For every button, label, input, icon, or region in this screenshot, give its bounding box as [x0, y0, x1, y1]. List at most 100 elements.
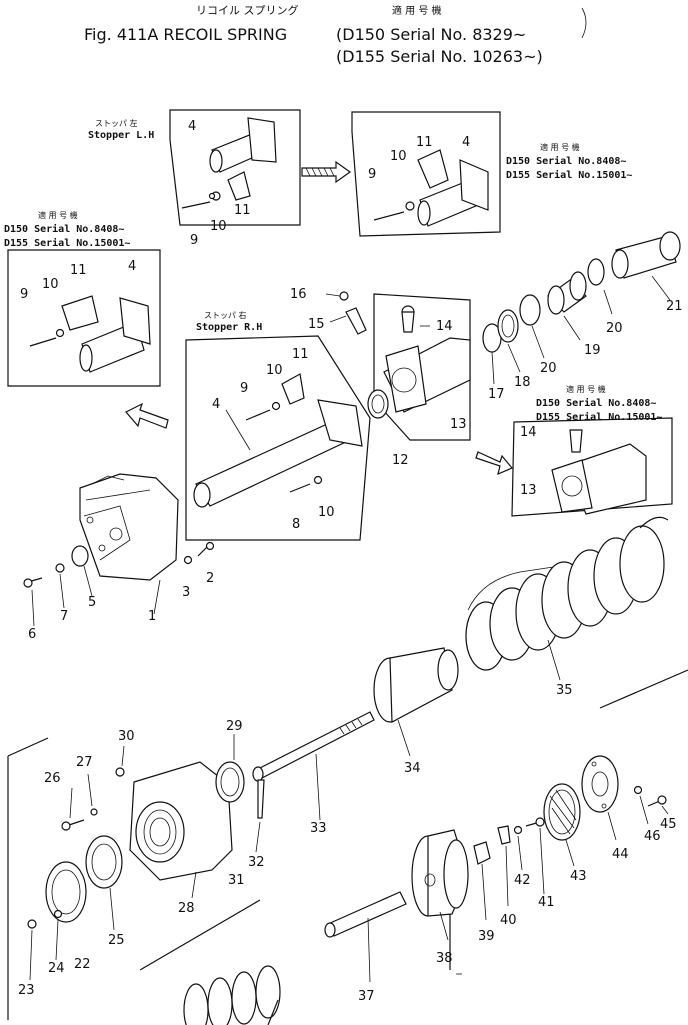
- part-number-11: 11: [70, 263, 87, 278]
- inset-stopper-lh: ストッパ 左 Stopper L.H 4 9 10 11: [88, 109, 301, 248]
- part-number-16: 16: [290, 287, 307, 302]
- inset-housing-variant: 適 用 号 機 D150 Serial No.8408~ D155 Serial…: [475, 384, 673, 517]
- frame-bracket-1: 1 5 7 6 3 2: [23, 473, 214, 642]
- part-number-10: 10: [390, 149, 407, 164]
- part-number-15: 15: [308, 317, 325, 332]
- inset-frame: [7, 249, 161, 387]
- part-number-5: 5: [88, 595, 96, 610]
- part-number-14: 14: [436, 319, 453, 334]
- part-number-14: 14: [520, 425, 537, 440]
- part-number-9: 9: [20, 287, 28, 302]
- stopper-lh-label: Stopper L.H: [88, 130, 154, 141]
- inset-frame: [351, 111, 501, 237]
- cushion-and-lower-spring: 38 37: [139, 829, 469, 1025]
- part-number-25: 25: [108, 933, 125, 948]
- part-number-1: 1: [148, 609, 156, 624]
- part-number-40: 40: [500, 913, 517, 928]
- part-number-27: 27: [76, 755, 93, 770]
- part-number-11: 11: [292, 347, 309, 362]
- part-number-32: 32: [248, 855, 265, 870]
- inset-serial-d155-3: D155 Serial No.15001~: [536, 411, 662, 423]
- part-number-17: 17: [488, 387, 505, 402]
- part-number-8: 8: [292, 517, 300, 532]
- part-number-4: 4: [462, 135, 470, 150]
- part-number-35: 35: [556, 683, 573, 698]
- seal-parts-17-21: 21 20 19 20 18 17: [482, 231, 683, 402]
- part-number-34: 34: [404, 761, 421, 776]
- inset-apply-label-2: 適 用 号 機: [38, 210, 78, 220]
- part-number-39: 39: [478, 929, 495, 944]
- part-number-41: 41: [538, 895, 555, 910]
- part-number-45: 45: [660, 817, 677, 832]
- inset-apply-label: 適 用 号 機: [540, 142, 580, 152]
- inset-serial-d150-2: D150 Serial No.8408~: [4, 223, 124, 235]
- stopper-lh-jp: ストッパ 左: [95, 118, 138, 128]
- part-number-11: 11: [234, 203, 251, 218]
- retainer-parts: 39 40 42 41 43 44 46 45: [473, 755, 677, 944]
- part-number-42: 42: [514, 873, 531, 888]
- part-number-13: 13: [450, 417, 467, 432]
- inset-serial-d155-2: D155 Serial No.15001~: [4, 237, 130, 249]
- part-number-11: 11: [416, 135, 433, 150]
- part-number-20: 20: [606, 321, 623, 336]
- part-number-2: 2: [206, 571, 214, 586]
- stopper-rh-frame: [185, 335, 371, 541]
- part-number-33: 33: [310, 821, 327, 836]
- part-number-13: 13: [520, 483, 537, 498]
- part-number-10: 10: [210, 219, 227, 234]
- housing-assembly: 15 16 14 13 12: [290, 287, 471, 468]
- stopper-rh-jp: ストッパ 右: [204, 310, 247, 320]
- part-number-10: 10: [318, 505, 335, 520]
- part-number-20: 20: [540, 361, 557, 376]
- part-number-26: 26: [44, 771, 61, 786]
- inset-stopper-lh-new: 適 用 号 機 D150 Serial No.8408~ D155 Serial…: [351, 111, 632, 237]
- part-number-12: 12: [392, 453, 409, 468]
- part-number-22: 22: [74, 957, 91, 972]
- inset-stopper-left-variant: 適 用 号 機 D150 Serial No.8408~ D155 Serial…: [4, 210, 161, 387]
- part-number-4: 4: [188, 119, 196, 134]
- figure-title: Fig. 411A RECOIL SPRING: [84, 25, 287, 44]
- inset-serial-d150: D150 Serial No.8408~: [506, 155, 626, 167]
- pad-and-rod: 34 33 32: [248, 647, 459, 870]
- stopper-rh-label: Stopper R.H: [196, 322, 262, 333]
- part-number-44: 44: [612, 847, 629, 862]
- part-number-3: 3: [182, 585, 190, 600]
- part-number-9: 9: [368, 167, 376, 182]
- part-number-38: 38: [436, 951, 453, 966]
- part-number-9: 9: [240, 381, 248, 396]
- part-number-46: 46: [644, 829, 661, 844]
- part-number-31: 31: [228, 873, 245, 888]
- inset-frame: [169, 109, 301, 226]
- inset-apply-label-3: 適 用 号 機: [566, 384, 606, 394]
- part-number-4: 4: [212, 397, 220, 412]
- part-number-30: 30: [118, 729, 135, 744]
- serial-range-d155: (D155 Serial No. 10263~): [336, 47, 543, 66]
- title-apply-label: 適 用 号 機: [392, 4, 442, 17]
- part-number-10: 10: [42, 277, 59, 292]
- part-number-6: 6: [28, 627, 36, 642]
- recoil-spring-35: 35: [465, 516, 688, 709]
- part-number-7: 7: [60, 609, 68, 624]
- title-bracket: [581, 7, 587, 39]
- direction-arrow-upleft: [125, 402, 169, 429]
- part-number-28: 28: [178, 901, 195, 916]
- part-number-29: 29: [226, 719, 243, 734]
- serial-range-d150: (D150 Serial No. 8329~: [336, 25, 526, 44]
- stopper-rh-assembly: ストッパ 右 Stopper R.H 4 9 10 11 8 10: [185, 310, 371, 541]
- part-number-9: 9: [190, 233, 198, 248]
- part-number-21: 21: [666, 299, 683, 314]
- part-number-4: 4: [128, 259, 136, 274]
- part-number-43: 43: [570, 869, 587, 884]
- inset-serial-d155: D155 Serial No.15001~: [506, 169, 632, 181]
- part-number-10: 10: [266, 363, 283, 378]
- inset-serial-d150-3: D150 Serial No.8408~: [536, 397, 656, 409]
- part-number-18: 18: [514, 375, 531, 390]
- part-number-19: 19: [584, 343, 601, 358]
- title-japanese: リコイル スプリング: [196, 3, 299, 17]
- inset-frame: [511, 417, 673, 517]
- part-number-23: 23: [18, 983, 35, 998]
- cylinder-cluster: 29 30 26 27 25 28 31 24 23 22: [7, 719, 245, 1020]
- part-number-24: 24: [48, 961, 65, 976]
